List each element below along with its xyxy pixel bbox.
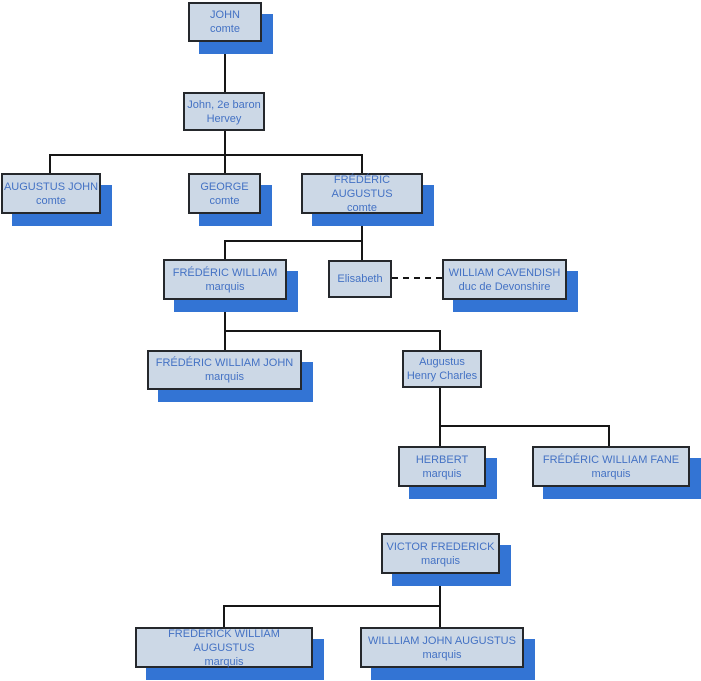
connector-drop-george [224, 154, 226, 173]
connector-drop-willliam-john-augustus [439, 605, 441, 627]
node-herbert: HERBERT marquis [398, 446, 486, 487]
node-elisabeth: Elisabeth [328, 260, 392, 298]
node-john-2e-baron-hervey: John, 2e baron Hervey [183, 92, 265, 131]
person-name: WILLIAM CAVENDISH [448, 266, 561, 279]
node-augustus-henry-charles: Augustus Henry Charles [402, 350, 482, 388]
person-title: comte [209, 194, 240, 207]
connector-victor-frederick-down [439, 574, 441, 607]
person-title: Henry Charles [406, 370, 478, 382]
connector-bus-generation5 [224, 330, 441, 332]
person-title: Hervey [206, 112, 242, 125]
connector-bus-generation4 [224, 240, 363, 242]
connector-frederic-william-down [224, 300, 226, 332]
person-name: FRÉDÉRIC WILLIAM JOHN [155, 357, 294, 369]
person-name: Augustus [419, 356, 465, 368]
person-name: HERBERT [415, 453, 469, 466]
connector-drop-herbert [439, 425, 441, 446]
connector-john-to-hervey [224, 42, 226, 92]
person-title: marquis [591, 467, 631, 480]
person-name: AUGUSTUS JOHN [3, 180, 99, 193]
node-frederick-william-augustus: FREDERICK WILLIAM AUGUSTUS marquis [135, 627, 313, 668]
node-john: JOHN comte [188, 2, 262, 42]
person-title: marquis [420, 554, 461, 567]
person-title: comte [347, 201, 377, 214]
person-title: comte [36, 194, 66, 207]
connector-hervey-down [224, 130, 226, 156]
connector-bus-generation6 [439, 425, 610, 427]
connector-drop-frederic-william-john [224, 330, 226, 350]
person-name: GEORGE [200, 180, 249, 193]
person-name: JOHN [210, 9, 240, 21]
connector-drop-frederic-william-fane [608, 425, 610, 446]
node-augustus-john: AUGUSTUS JOHN comte [1, 173, 101, 214]
connector-drop-augustus-john [49, 154, 51, 173]
person-title: comte [210, 23, 240, 35]
connector-drop-frederic-william [224, 240, 226, 259]
node-victor-frederick: VICTOR FREDERICK marquis [381, 533, 500, 574]
person-name: John, 2e baron [187, 98, 261, 111]
connector-frederic-augustus-down [361, 214, 363, 260]
connector-drop-frederick-william-augustus [223, 605, 225, 627]
person-name: FRÉDÉRIC WILLIAM FANE [542, 453, 680, 466]
node-frederic-augustus: FRÉDÉRIC AUGUSTUS comte [301, 173, 423, 214]
connector-bus-generation3 [49, 154, 363, 156]
person-title: marquis [204, 655, 244, 668]
node-george: GEORGE comte [188, 173, 261, 214]
node-frederic-william-fane: FRÉDÉRIC WILLIAM FANE marquis [532, 446, 690, 487]
person-title: marquis [205, 280, 245, 293]
node-frederic-william-john: FRÉDÉRIC WILLIAM JOHN marquis [147, 350, 302, 390]
connector-marriage-dashed [392, 277, 442, 279]
person-title: marquis [422, 648, 462, 661]
node-frederic-william: FRÉDÉRIC WILLIAM marquis [163, 259, 287, 300]
person-name: FRÉDÉRIC WILLIAM [172, 266, 278, 279]
person-name: WILLLIAM JOHN AUGUSTUS [368, 634, 516, 647]
connector-augustus-henry-down [439, 388, 441, 427]
connector-bus-generation7 [223, 605, 441, 607]
node-william-cavendish: WILLIAM CAVENDISH duc de Devonshire [442, 259, 567, 300]
person-name: FRÉDÉRIC AUGUSTUS [331, 173, 393, 200]
person-name: Elisabeth [337, 273, 383, 285]
person-title: duc de Devonshire [458, 280, 551, 293]
person-title: marquis [422, 467, 462, 480]
connector-drop-frederic-augustus [361, 154, 363, 173]
person-name: FREDERICK WILLIAM AUGUSTUS [168, 627, 280, 654]
node-willliam-john-augustus: WILLLIAM JOHN AUGUSTUS marquis [360, 627, 524, 668]
person-title: marquis [204, 371, 245, 383]
person-name: VICTOR FREDERICK [386, 540, 495, 553]
connector-drop-augustus-henry-charles [439, 330, 441, 350]
